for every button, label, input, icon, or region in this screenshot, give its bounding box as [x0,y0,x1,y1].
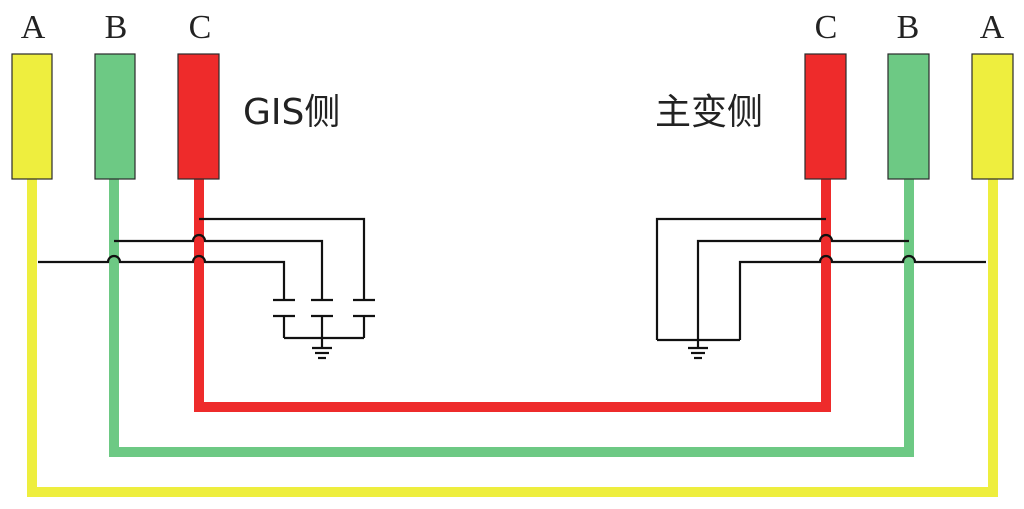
left-sheath-wiring [38,217,366,300]
left-capacitor-common-line [284,336,364,348]
gis-side-label: GIS侧 [243,92,340,133]
terminal-block-left-a [11,53,53,180]
phase-label-right-b: B [897,9,920,46]
phase-label-left-b: B [105,9,128,46]
capacitor-icon [353,298,375,338]
ground-symbol-icon [312,346,332,360]
terminal-block-left-b [94,53,136,180]
ground-symbol-icon [688,346,708,360]
phase-label-left-c: C [189,9,212,46]
wire-phase-c [194,173,831,412]
right-sheath-wiring [655,217,986,348]
wire-phase-a [27,173,998,497]
terminal-block-left-c [177,53,220,180]
phase-label-right-c: C [815,9,838,46]
phase-label-left-a: A [21,9,46,46]
capacitor-icon [273,298,295,338]
terminal-block-right-b [887,53,930,180]
wire-phase-b [109,173,914,457]
terminal-block-right-c [804,53,847,180]
transformer-side-label: 主变侧 [655,92,763,133]
terminal-block-right-a [971,53,1014,180]
phase-label-right-a: A [980,9,1005,46]
capacitor-icon [311,298,333,338]
